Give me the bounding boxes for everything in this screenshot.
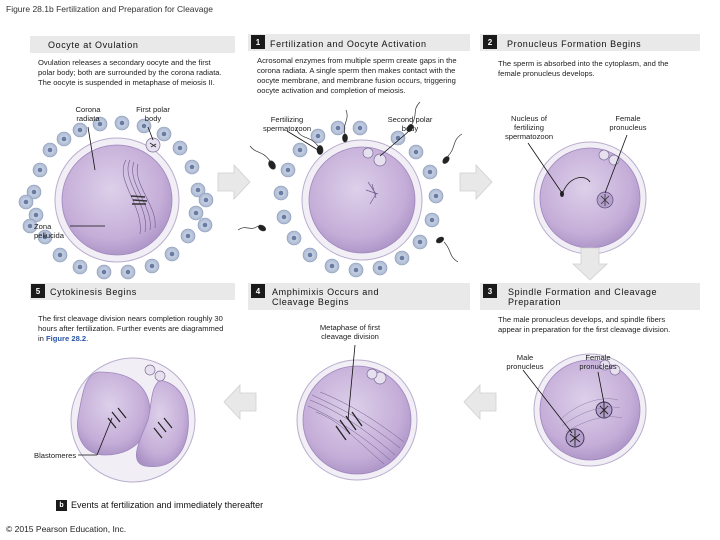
spindle-oocyte xyxy=(533,353,647,467)
step5-header xyxy=(30,283,235,300)
step2-title: Pronucleus Formation Begins xyxy=(507,39,642,49)
arrow-1-to-2 xyxy=(459,164,493,200)
step2-description: The sperm is absorbed into the cytoplasm… xyxy=(498,59,669,79)
ovulation-oocyte xyxy=(18,115,214,280)
step3-header xyxy=(480,283,700,310)
ovulation-title: Oocyte at Ovulation xyxy=(48,40,139,50)
step1-title: Fertilization and Oocyte Activation xyxy=(270,39,427,49)
step3-description: The male pronucleus develops, and spindl… xyxy=(498,315,671,335)
label-zona-pellucida: Zona pellucida xyxy=(34,222,64,241)
step1-header xyxy=(248,34,470,51)
caption-letter: b xyxy=(56,500,67,511)
step2-number: 2 xyxy=(483,35,497,49)
step5-description: The first cleavage division nears comple… xyxy=(38,314,228,344)
label-fertilizing-spermatozoon: Fertilizing spermatozoon xyxy=(262,115,312,134)
ovulation-header xyxy=(30,36,235,53)
step2-header xyxy=(480,34,700,51)
arrow-ovulation-to-1 xyxy=(217,164,251,200)
activation-oocyte xyxy=(237,101,463,278)
label-male-pronucleus: Male pronucleus xyxy=(506,353,544,372)
step5-title: Cytokinesis Begins xyxy=(50,287,137,297)
step5-description-end: . xyxy=(86,334,89,344)
label-female-pronucleus-3: Female pronucleus xyxy=(579,353,617,372)
cytokinesis-cell xyxy=(70,357,196,483)
label-blastomeres: Blastomeres xyxy=(34,451,77,460)
step3-title: Spindle Formation and Cleavage Preparati… xyxy=(508,287,658,307)
label-metaphase: Metaphase of first cleavage division xyxy=(319,323,381,342)
label-second-polar-body: Second polar body xyxy=(387,115,433,134)
label-sperm-nucleus: Nucleus of fertilizing spermatozoon xyxy=(504,114,554,142)
step5-description-text: The first cleavage division nears comple… xyxy=(38,314,224,344)
copyright: © 2015 Pearson Education, Inc. xyxy=(6,524,127,534)
pronucleus-oocyte xyxy=(533,141,647,255)
step5-number: 5 xyxy=(31,284,45,298)
arrow-4-to-5 xyxy=(223,384,257,420)
label-first-polar-body: First polar body xyxy=(136,105,170,124)
step4-number: 4 xyxy=(251,284,265,298)
leader-lines xyxy=(70,126,628,456)
arrow-3-to-4 xyxy=(463,384,497,420)
amphimixis-oocyte xyxy=(296,359,418,481)
figure-title: Figure 28.1b Fertilization and Preparati… xyxy=(6,4,213,14)
step1-number: 1 xyxy=(251,35,265,49)
caption: Events at fertilization and immediately … xyxy=(71,500,264,510)
step4-title: Amphimixis Occurs and Cleavage Begins xyxy=(272,287,380,307)
step3-number: 3 xyxy=(483,284,497,298)
ovulation-description: Ovulation releases a secondary oocyte an… xyxy=(38,58,222,88)
step1-description: Acrosomal enzymes from multiple sperm cr… xyxy=(257,56,457,96)
step4-header xyxy=(248,283,470,310)
figure-link[interactable]: Figure 28.2 xyxy=(46,334,87,344)
label-corona-radiata: Corona radiata xyxy=(75,105,101,124)
label-female-pronucleus-2: Female pronucleus xyxy=(609,114,647,133)
